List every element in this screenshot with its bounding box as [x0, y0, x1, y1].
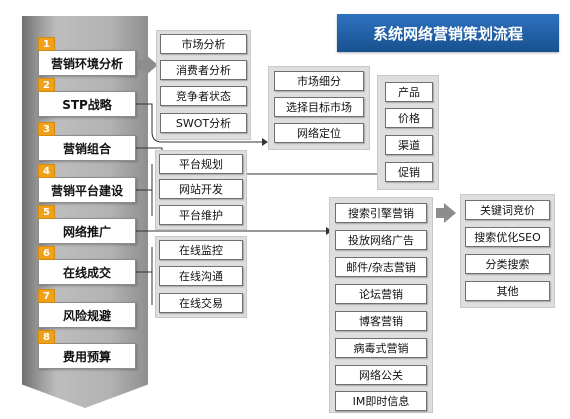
promotion-item: 论坛营销: [335, 284, 427, 304]
environment-item: 市场分析: [160, 34, 247, 54]
step-number: 7: [38, 289, 55, 303]
arrow-environment: [138, 55, 158, 75]
promotion-item: 邮件/杂志营销: [335, 257, 427, 277]
stp-item: 网络定位: [274, 123, 364, 143]
step-number: 2: [38, 78, 55, 92]
online-deal-item: 在线交易: [159, 293, 243, 313]
promotion-item: 博客营销: [335, 311, 427, 331]
search-engine-item: 关键词竞价: [465, 200, 550, 220]
connector-platform: [136, 164, 153, 216]
connector-online-deal: [136, 247, 153, 305]
connector-stp: [136, 103, 262, 143]
platform-item: 平台规划: [159, 154, 243, 174]
marketing-mix-item: 价格: [385, 108, 433, 128]
platform-item: 平台维护: [159, 205, 243, 225]
page-title: 系统网络营销策划流程: [337, 14, 559, 52]
search-engine-item: 搜索优化SEO: [465, 227, 550, 247]
step-stp: STP战略: [38, 91, 136, 117]
step-marketing-mix: 营销组合: [38, 135, 136, 161]
promotion-item: 投放网络广告: [335, 230, 427, 250]
marketing-mix-item: 渠道: [385, 135, 433, 155]
step-number: 4: [38, 164, 55, 178]
online-deal-item: 在线沟通: [159, 266, 243, 286]
arrow-search-engine: [436, 203, 456, 223]
step-platform-building: 营销平台建设: [38, 177, 136, 203]
step-number: 6: [38, 246, 55, 260]
promotion-item: 病毒式营销: [335, 338, 427, 358]
environment-item: 竞争者状态: [160, 86, 247, 106]
step-online-deal: 在线成交: [38, 259, 136, 285]
stp-item: 选择目标市场: [274, 97, 364, 117]
promotion-item: 网络公关: [335, 365, 427, 385]
step-risk-avoidance: 风险规避: [38, 302, 136, 328]
search-engine-item: 分类搜索: [465, 254, 550, 274]
step-number: 8: [38, 330, 55, 344]
step-number: 3: [38, 122, 55, 136]
promotion-item: IM即时信息: [335, 391, 427, 411]
online-deal-item: 在线监控: [159, 240, 243, 260]
marketing-mix-item: 促销: [385, 162, 433, 182]
promotion-item: 搜索引擎营销: [335, 203, 427, 223]
marketing-mix-item: 产品: [385, 82, 433, 102]
step-number: 5: [38, 205, 55, 219]
environment-item: 消费者分析: [160, 60, 247, 80]
step-environment-analysis: 营销环境分析: [38, 50, 136, 76]
step-number: 1: [38, 37, 55, 51]
platform-item: 网站开发: [159, 179, 243, 199]
step-promotion: 网络推广: [38, 218, 136, 244]
search-engine-item: 其他: [465, 281, 550, 301]
step-budget: 费用预算: [38, 343, 136, 369]
stp-item: 市场细分: [274, 71, 364, 91]
environment-item: SWOT分析: [160, 113, 247, 133]
arrow-head-stp: [262, 138, 268, 146]
